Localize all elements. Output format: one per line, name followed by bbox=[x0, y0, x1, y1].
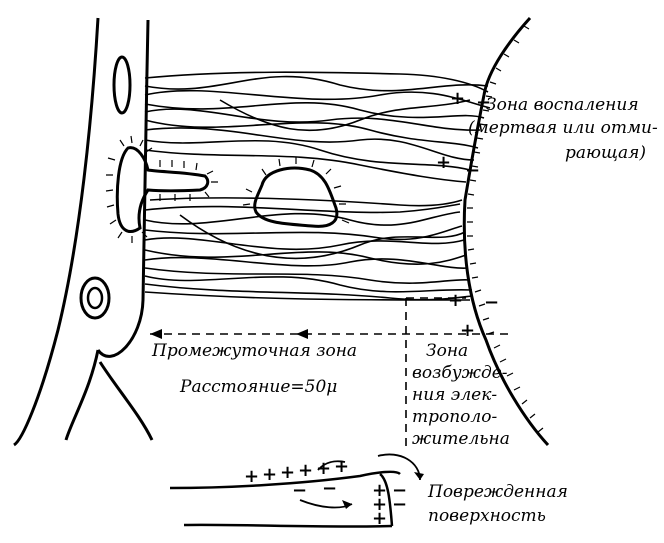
excitation-zone-label: жительна bbox=[412, 429, 510, 449]
excitation-zone-label: возбужде- bbox=[412, 363, 508, 383]
charge-plus: + bbox=[436, 152, 451, 173]
charge-plus: + bbox=[448, 290, 463, 311]
charge-minus: − bbox=[292, 480, 307, 501]
inflammation-zone-label: (мертвая или отми- bbox=[468, 118, 658, 138]
damaged-surface-label: Поврежденная bbox=[427, 482, 568, 502]
zone-labels: Зона воспаления (мертвая или отми- рающа… bbox=[151, 95, 658, 449]
damaged-surface-inset: + + + + + + − − + + + − − Поврежденная п… bbox=[170, 454, 568, 529]
arrow-mid-head bbox=[296, 329, 308, 339]
vessel-lumen-oval bbox=[114, 57, 130, 113]
inflammation-zone-label: рающая) bbox=[565, 143, 646, 163]
charge-minus: − bbox=[392, 494, 407, 515]
excitation-zone-label: трополо- bbox=[412, 407, 497, 427]
charge-minus: − bbox=[322, 478, 337, 499]
charge-minus: − bbox=[484, 292, 499, 313]
fiber-bundle bbox=[145, 72, 490, 300]
charge-plus: + bbox=[244, 466, 259, 487]
damaged-surface-label: поверхность bbox=[428, 506, 546, 526]
charge-plus: + bbox=[298, 460, 313, 481]
cell-ring-inner bbox=[88, 288, 102, 308]
inflammation-zone-label: Зона воспаления bbox=[486, 95, 639, 115]
charge-plus: + bbox=[450, 88, 465, 109]
charge-plus: + bbox=[334, 456, 349, 477]
charge-plus: + bbox=[372, 508, 387, 529]
charge-minus: − bbox=[465, 160, 480, 181]
intermediate-zone-label: Промежуточная зона bbox=[151, 341, 357, 361]
excitation-zone-label: ния элек- bbox=[412, 385, 497, 405]
cell-ring-outer bbox=[81, 278, 109, 318]
arrow-left-head bbox=[150, 329, 162, 339]
distance-label: Расстояние=50μ bbox=[179, 377, 337, 397]
charge-plus: + bbox=[460, 320, 475, 341]
charge-plus: + bbox=[316, 458, 331, 479]
excitation-zone-label: Зона bbox=[426, 341, 468, 361]
charge-plus: + bbox=[262, 464, 277, 485]
